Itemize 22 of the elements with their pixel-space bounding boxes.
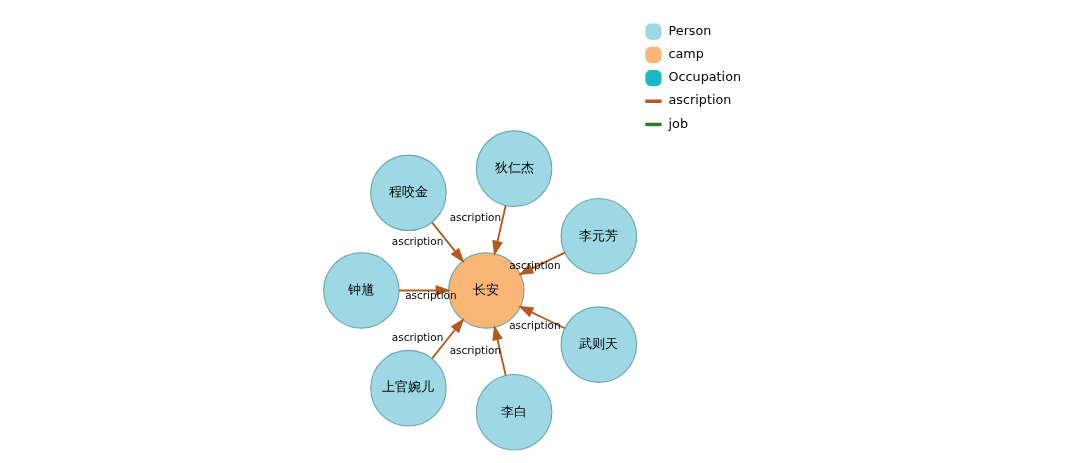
legend-label: Person bbox=[668, 22, 711, 38]
edge-label: ascription bbox=[404, 288, 457, 301]
node-circle: 钟馗 bbox=[322, 252, 400, 329]
node-circle: 武则天 bbox=[560, 306, 637, 383]
arrow bbox=[430, 317, 464, 360]
node-circle: 程咬金 bbox=[369, 154, 447, 232]
arrow bbox=[491, 204, 507, 257]
arrow bbox=[491, 324, 507, 377]
node-circle: 上官婉儿 bbox=[369, 349, 447, 427]
edge-label: ascription bbox=[449, 210, 501, 223]
legend-label: ascription bbox=[668, 92, 731, 108]
node-circle: 李元芳 bbox=[560, 197, 637, 275]
legend-label: Occupation bbox=[668, 69, 741, 85]
arrow bbox=[430, 221, 464, 264]
legend-label: job bbox=[668, 115, 688, 131]
edge-label: ascription bbox=[391, 235, 443, 248]
edge-label: ascription bbox=[508, 318, 561, 331]
node-circle: 李白 bbox=[475, 373, 552, 451]
edge-label: ascription bbox=[391, 330, 443, 343]
legend-label: camp bbox=[668, 46, 704, 62]
node-circle: 狄仁杰 bbox=[475, 130, 552, 207]
arrow bbox=[517, 305, 566, 330]
